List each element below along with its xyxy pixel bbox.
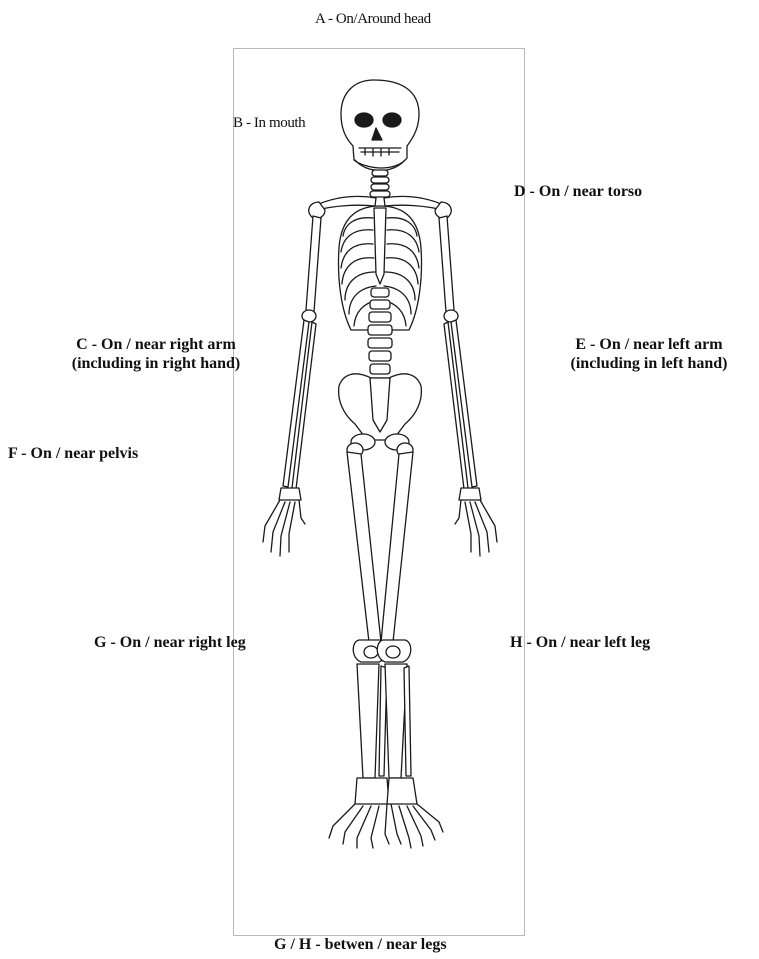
label-e-line1: E - On / near left arm: [538, 335, 759, 354]
right-arm: [263, 216, 321, 556]
label-h-left-leg: H - On / near left leg: [510, 633, 650, 652]
label-c-line2: (including in right hand): [22, 354, 290, 373]
cervical-spine: [370, 170, 390, 197]
left-arm: [439, 216, 497, 556]
label-d-torso: D - On / near torso: [514, 182, 642, 201]
label-g-right-leg: G - On / near right leg: [94, 633, 246, 652]
label-gh-between-legs: G / H - betwen / near legs: [274, 935, 447, 954]
label-e-left-arm: E - On / near left arm (including in lef…: [538, 335, 759, 373]
lumbar-spine: [368, 288, 392, 374]
label-f-pelvis: F - On / near pelvis: [8, 444, 138, 463]
label-a-head: A - On/Around head: [315, 10, 431, 29]
label-c-line1: C - On / near right arm: [22, 335, 290, 354]
skeleton-illustration: [233, 48, 525, 936]
label-e-line2: (including in left hand): [538, 354, 759, 373]
pelvis: [339, 374, 422, 450]
label-c-right-arm: C - On / near right arm (including in ri…: [22, 335, 290, 373]
skull: [341, 80, 419, 171]
label-b-mouth: B - In mouth: [233, 114, 305, 133]
